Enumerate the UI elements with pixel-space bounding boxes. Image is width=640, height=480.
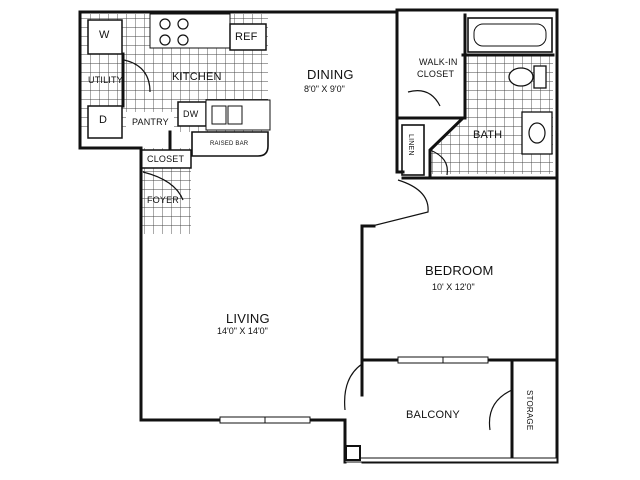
kitchen-fixtures	[87, 13, 271, 169]
utility-door	[123, 59, 151, 93]
sink-basin	[211, 105, 227, 125]
raised-bar-label: RAISED BAR	[210, 141, 249, 147]
pantry-label: PANTRY	[132, 117, 169, 127]
walkin-closet-label-line2: CLOSET	[417, 69, 455, 79]
living-label: LIVING	[226, 311, 270, 326]
windows	[219, 356, 558, 463]
foyer-door	[142, 171, 184, 201]
storage-label: STORAGE	[525, 390, 534, 431]
toilet-tank	[533, 65, 547, 89]
stove-burner	[159, 34, 171, 46]
bath-label: BATH	[473, 129, 503, 141]
stove-burner	[159, 18, 171, 30]
raised-bar-counter	[191, 131, 269, 157]
closet-door	[407, 90, 441, 107]
door-swings	[123, 59, 513, 431]
linen-label: LINEN	[407, 134, 414, 156]
refrigerator-label: REF	[235, 31, 258, 43]
balcony-post	[345, 445, 361, 461]
storage-door	[488, 389, 513, 431]
bedroom-dimensions: 10' X 12'0"	[432, 282, 475, 292]
kitchen-label: KITCHEN	[172, 71, 222, 83]
stove-burner	[177, 34, 189, 46]
dryer-label: D	[99, 114, 108, 126]
dishwasher-label: DW	[183, 109, 199, 119]
washer-label: W	[99, 29, 110, 41]
refrigerator-box	[229, 23, 267, 51]
dining-label: DINING	[307, 67, 354, 82]
sink-basin	[227, 105, 243, 125]
utility-label: UTILITY	[88, 75, 123, 85]
bathtub-inner	[473, 23, 547, 47]
balcony-rail	[344, 457, 558, 463]
toilet	[508, 67, 534, 87]
bath-door	[429, 149, 448, 176]
walls	[78, 8, 559, 464]
dining-dimensions: 8'0" X 9'0"	[304, 84, 345, 94]
linen-closet	[401, 124, 425, 176]
living-dimensions: 14'0" X 14'0"	[217, 326, 268, 336]
balcony-label: BALCONY	[406, 409, 460, 421]
walkin-closet-floor	[405, 22, 465, 122]
bath-fixtures	[401, 17, 553, 176]
bedroom-label: BEDROOM	[425, 263, 494, 278]
stove-burner	[177, 18, 189, 30]
balcony-door	[344, 363, 363, 411]
closet-label: CLOSET	[147, 154, 185, 164]
walkin-closet-label-line1: WALK-IN	[419, 57, 458, 67]
foyer-label: FOYER	[147, 195, 180, 205]
dryer-box	[87, 105, 123, 139]
lavatory-sink	[528, 122, 546, 144]
washer-box	[87, 19, 123, 55]
bedroom-door	[371, 179, 429, 227]
pantry-box	[126, 112, 174, 132]
